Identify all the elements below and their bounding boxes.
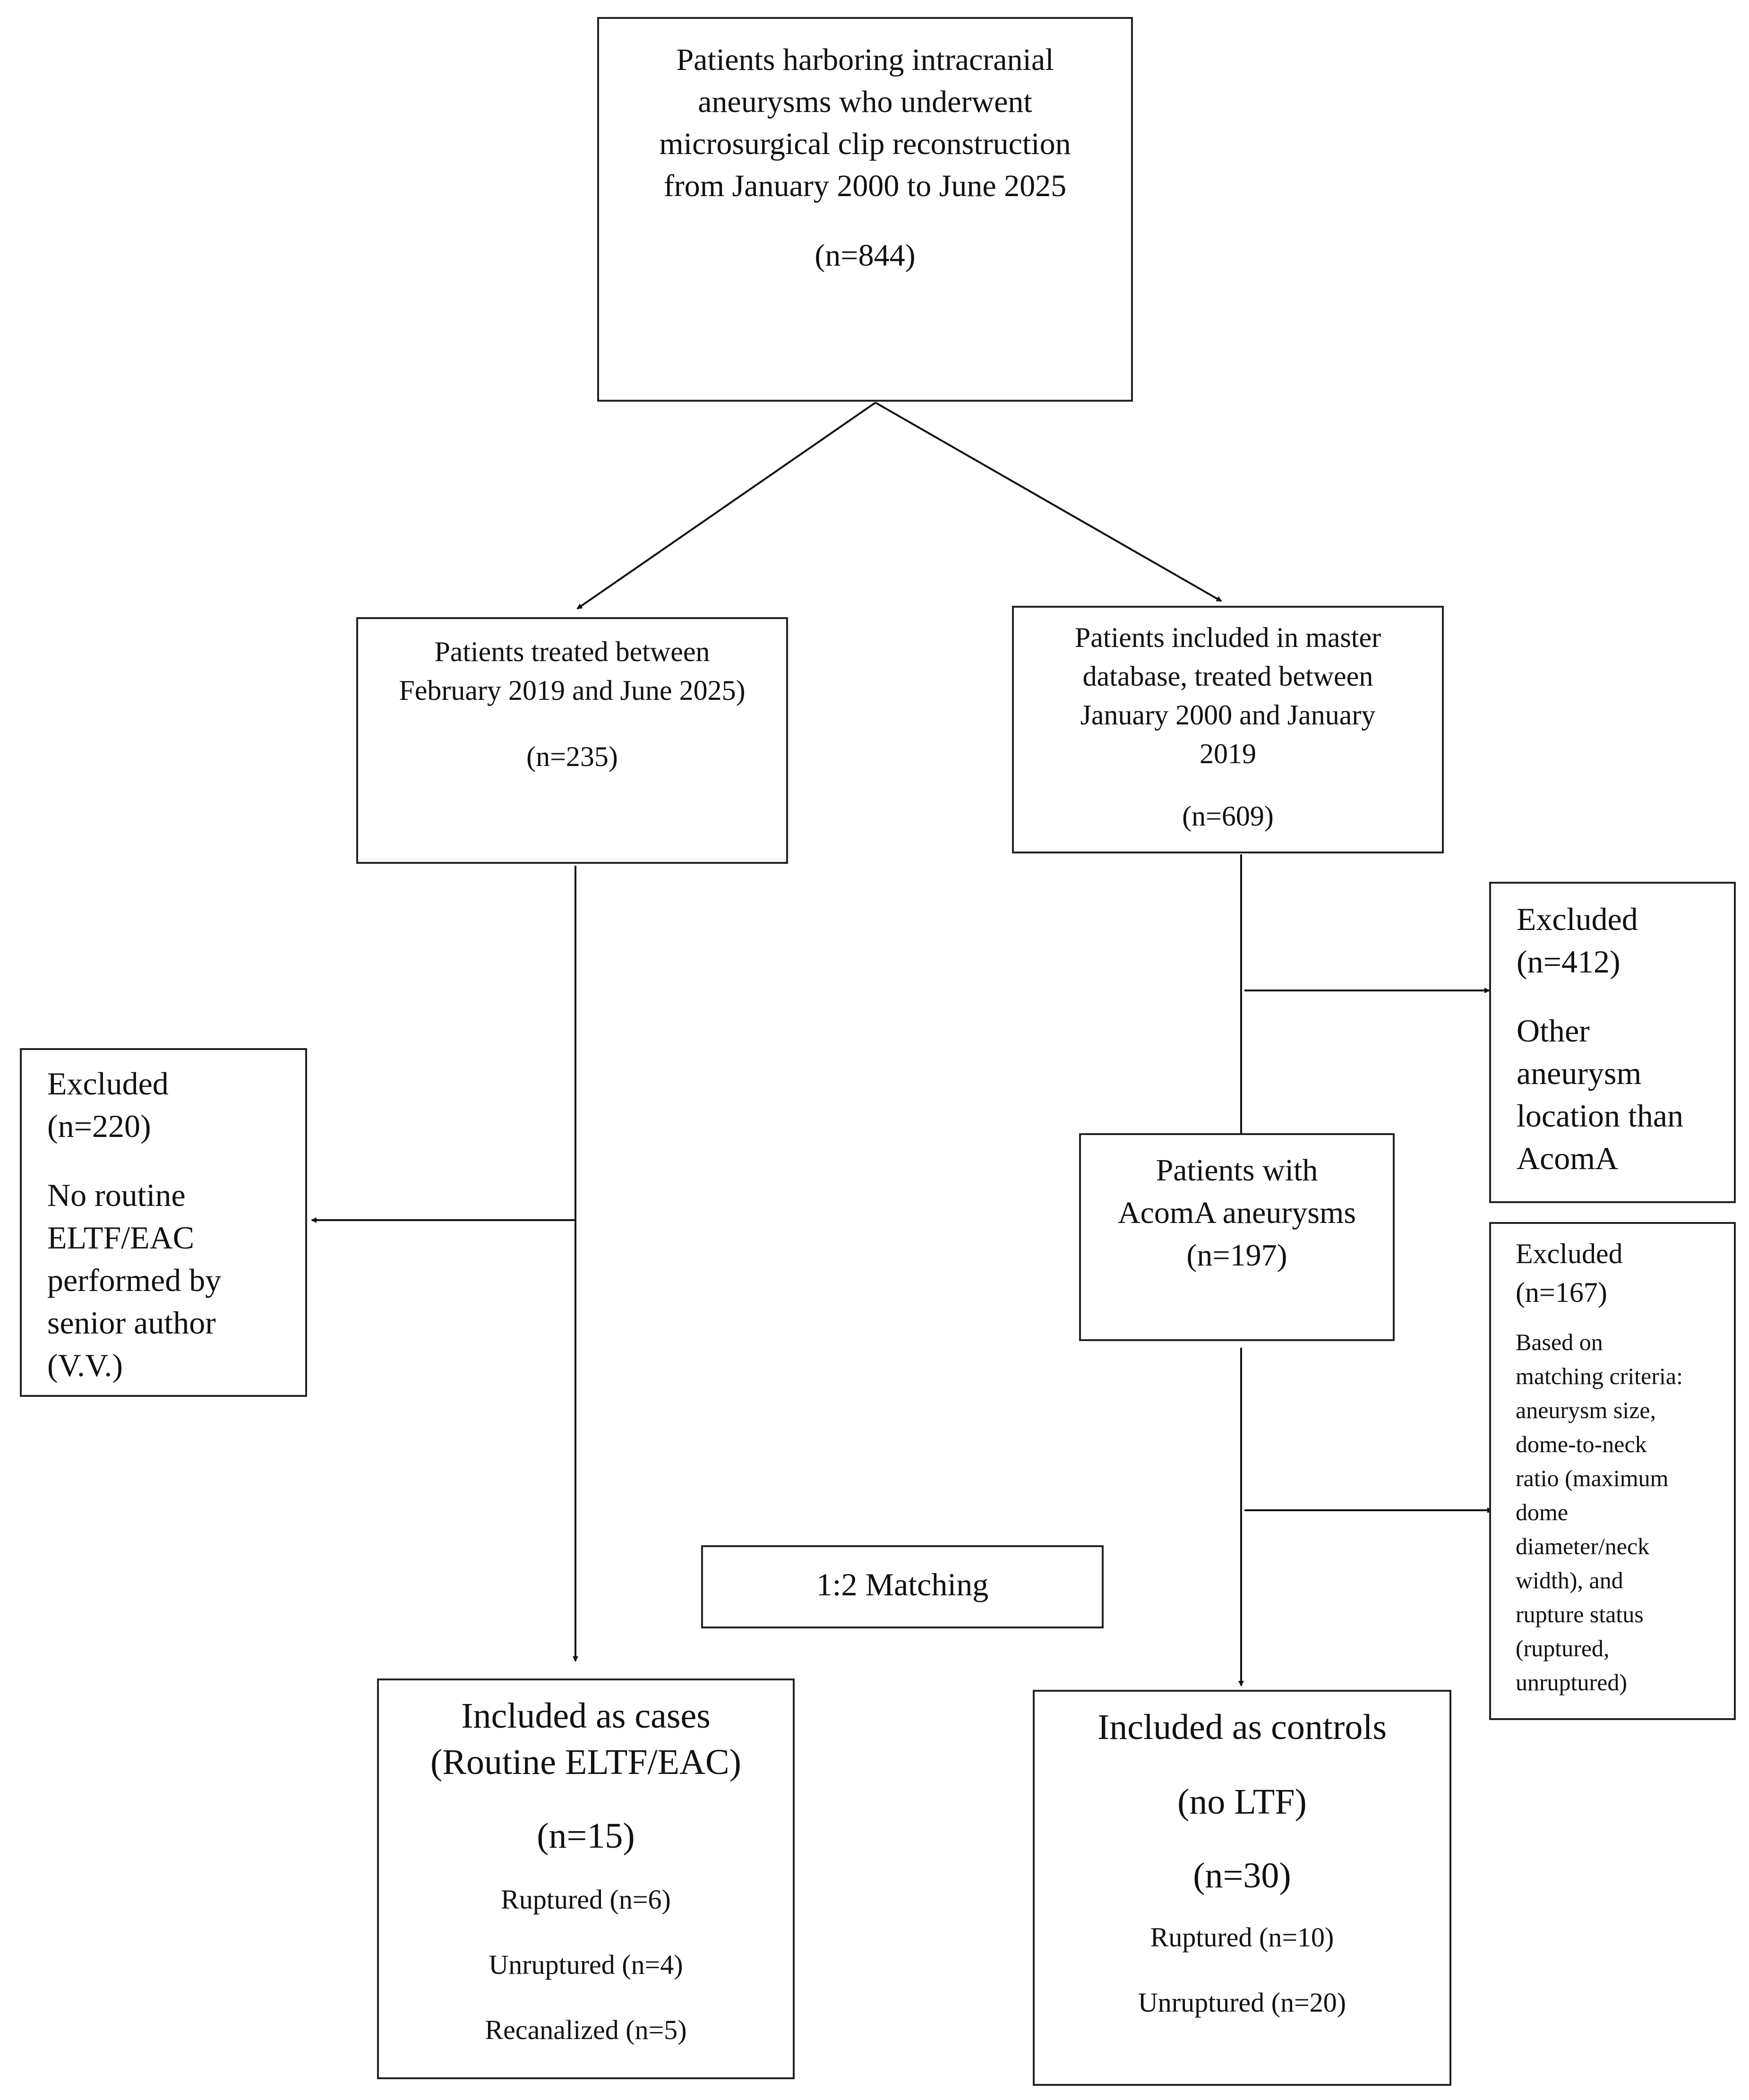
text-line: performed by [47, 1262, 222, 1298]
text-line: Patients with [1156, 1153, 1318, 1188]
text-line: 2019 [1200, 738, 1256, 769]
text-line: (V.V.) [47, 1347, 123, 1383]
subgroup-unruptured: Unruptured (n=20) [1138, 1987, 1346, 2018]
text-line: (ruptured, [1516, 1635, 1610, 1661]
text-line: diameter/neck [1516, 1533, 1650, 1559]
arrow-top-to-left [576, 402, 876, 610]
text-line: from January 2000 to June 2025 [663, 169, 1067, 203]
text-line: AcomA aneurysms [1117, 1196, 1356, 1230]
subgroup-recanalized: Recanalized (n=5) [485, 2014, 687, 2045]
arrow-top-to-right [875, 402, 1222, 602]
text-line: ratio (maximum [1516, 1465, 1669, 1491]
text-line: Patients included in master [1074, 622, 1381, 653]
excluded-title: Excluded [1517, 901, 1638, 937]
text-line: dome [1516, 1499, 1569, 1525]
text-line: (Routine ELTF/EAC) [430, 1742, 741, 1782]
text-line: unruptured) [1516, 1669, 1628, 1695]
text-line: Patients treated between [434, 636, 710, 667]
text-line: ELTF/EAC [47, 1220, 195, 1256]
text-line: January 2000 and January [1080, 699, 1376, 731]
count-label: (n=609) [1182, 800, 1274, 832]
text-line: aneurysm [1517, 1055, 1642, 1091]
text-line: matching criteria: [1516, 1363, 1683, 1389]
text-line: width), and [1516, 1567, 1623, 1593]
excluded-title: Excluded [1516, 1238, 1623, 1269]
count-label: (n=220) [47, 1108, 151, 1144]
box-all-patients: Patients harboring intracranial aneurysm… [597, 17, 1133, 402]
box-matching-ratio: 1:2 Matching [701, 1545, 1104, 1628]
text-line: database, treated between [1082, 661, 1373, 692]
text-line: location than [1517, 1098, 1684, 1134]
text-line: rupture status [1516, 1601, 1644, 1627]
count-label: (n=30) [1193, 1856, 1291, 1895]
box-acoma-patients: Patients with AcomA aneurysms (n=197) [1079, 1133, 1395, 1341]
box-excluded-no-routine: Excluded (n=220) No routine ELTF/EAC per… [20, 1048, 307, 1397]
box-treated-2019-2025: Patients treated between February 2019 a… [356, 617, 788, 864]
count-label: (n=844) [814, 238, 916, 273]
count-label: (n=167) [1516, 1277, 1607, 1308]
text-line: dome-to-neck [1516, 1431, 1647, 1457]
count-label: (n=235) [526, 741, 618, 772]
subgroup-unruptured: Unruptured (n=4) [489, 1949, 683, 1980]
count-label: (n=15) [537, 1816, 635, 1856]
text-line: Included as cases [461, 1696, 711, 1736]
count-label: (n=412) [1517, 944, 1620, 980]
box-master-database: Patients included in master database, tr… [1012, 606, 1444, 853]
text-line: aneurysms who underwent [698, 85, 1032, 119]
text-line: No routine [47, 1177, 186, 1213]
controls-title: Included as controls [1097, 1707, 1387, 1747]
text-line: Other [1517, 1013, 1590, 1049]
text-line: AcomA [1517, 1140, 1619, 1176]
matching-label: 1:2 Matching [816, 1566, 989, 1602]
text-line: aneurysm size, [1516, 1397, 1656, 1423]
excluded-title: Excluded [47, 1066, 169, 1102]
controls-subtitle: (no LTF) [1177, 1782, 1307, 1822]
box-excluded-location: Excluded (n=412) Other aneurysm location… [1489, 882, 1736, 1203]
box-excluded-matching: Excluded (n=167) Based on matching crite… [1489, 1222, 1736, 1720]
text-line: Patients harboring intracranial [676, 43, 1054, 77]
box-included-controls: Included as controls (no LTF) (n=30) Rup… [1033, 1690, 1451, 2086]
subgroup-ruptured: Ruptured (n=6) [501, 1884, 671, 1915]
text-line: microsurgical clip reconstruction [659, 127, 1071, 161]
subgroup-ruptured: Ruptured (n=10) [1150, 1922, 1334, 1953]
text-line: Based on [1516, 1329, 1603, 1355]
count-label: (n=197) [1186, 1238, 1287, 1273]
text-line: senior author [47, 1305, 216, 1341]
box-included-cases: Included as cases (Routine ELTF/EAC) (n=… [377, 1678, 795, 2079]
text-line: February 2019 and June 2025) [399, 675, 746, 706]
